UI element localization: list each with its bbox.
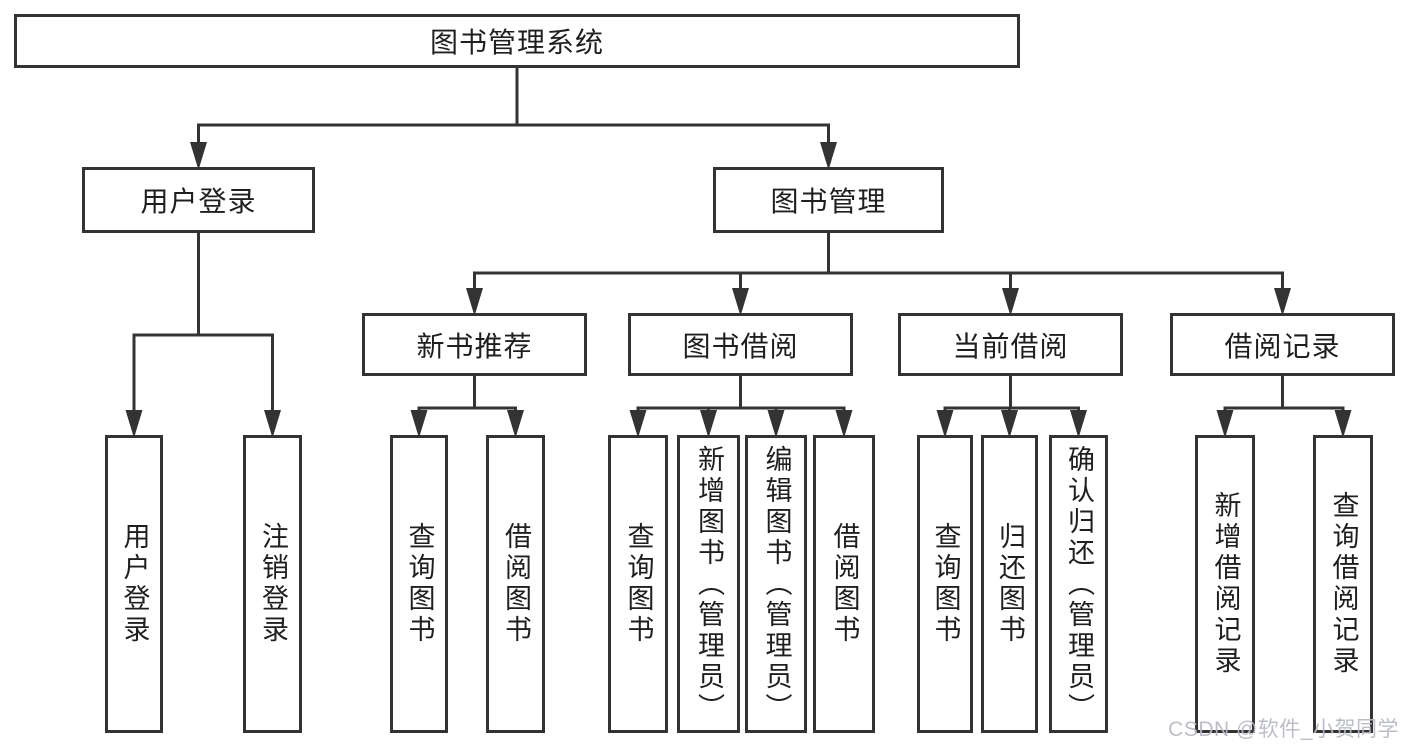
node-br-add-record: 新增借阅记录 (1195, 435, 1255, 733)
node-root: 图书管理系统 (14, 14, 1020, 68)
node-book-borrow: 图书借阅 (628, 313, 853, 376)
node-leaf-logout: 注销登录 (243, 435, 302, 733)
node-bb-edit-book: 编辑图书（管理员） (745, 435, 807, 733)
node-label: 图书借阅 (682, 330, 799, 362)
node-br-query-record: 查询借阅记录 (1313, 435, 1373, 733)
watermark-text: CSDN @软件_小贺同学 (1168, 718, 1399, 741)
node-bb-add-book: 新增图书（管理员） (677, 435, 740, 733)
node-bb-borrow-book: 借阅图书 (813, 435, 875, 733)
node-label: 查询图书 (623, 522, 654, 646)
node-label: 当前借阅 (952, 330, 1069, 362)
node-label: 新增图书（管理员） (694, 444, 724, 724)
node-label: 用户登录 (119, 522, 150, 646)
node-label: 查询图书 (930, 522, 961, 646)
node-label: 借阅图书 (501, 522, 531, 646)
node-label: 编辑图书（管理员） (761, 444, 792, 724)
node-cb-return-book: 归还图书 (981, 435, 1038, 733)
node-borrow-record: 借阅记录 (1170, 313, 1395, 376)
node-bb-query-book: 查询图书 (608, 435, 668, 733)
node-cb-confirm-return: 确认归还（管理员） (1049, 435, 1108, 733)
node-label: 图书管理系统 (429, 27, 604, 58)
node-label: 借阅图书 (829, 522, 860, 646)
node-book-mgmt: 图书管理 (713, 167, 944, 233)
node-leaf-user-login: 用户登录 (105, 435, 163, 733)
node-user-login: 用户登录 (82, 167, 315, 233)
node-new-book-rec: 新书推荐 (362, 313, 587, 376)
node-rec-query-book: 查询图书 (390, 435, 448, 733)
node-label: 用户登录 (140, 186, 257, 217)
node-label: 归还图书 (995, 522, 1025, 646)
node-label: 确认归还（管理员） (1064, 444, 1094, 724)
node-label: 查询借阅记录 (1328, 491, 1359, 677)
node-current-borrow: 当前借阅 (898, 313, 1123, 376)
node-label: 查询图书 (404, 522, 435, 646)
node-label: 图书管理 (770, 186, 887, 217)
node-label: 新书推荐 (416, 330, 533, 362)
node-label: 注销登录 (258, 522, 288, 646)
node-cb-query-book: 查询图书 (917, 435, 973, 733)
node-rec-borrow-book: 借阅图书 (486, 435, 545, 733)
node-label: 借阅记录 (1224, 330, 1341, 362)
node-label: 新增借阅记录 (1210, 491, 1241, 677)
